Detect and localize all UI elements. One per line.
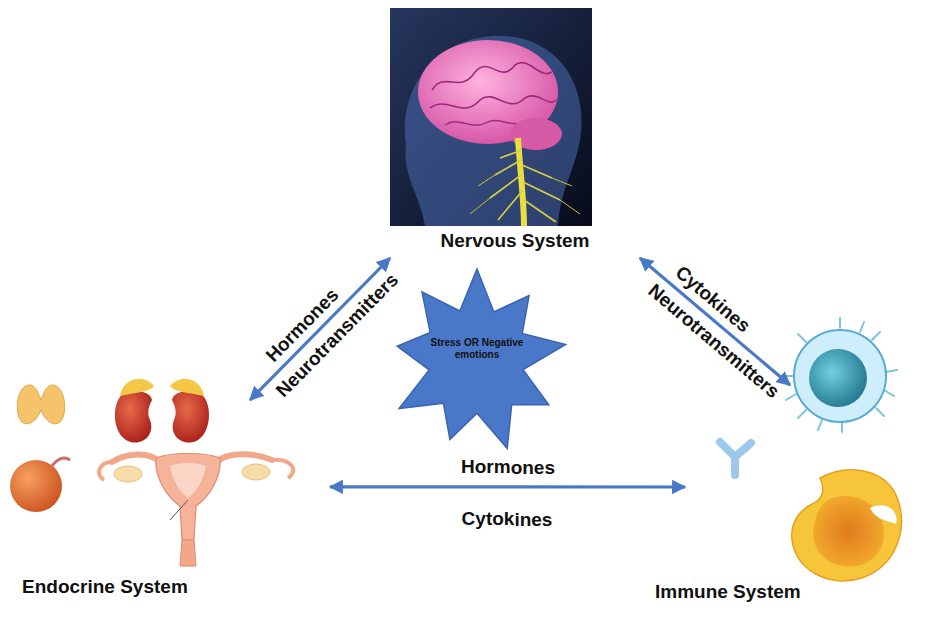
double-arrow [330, 485, 685, 488]
double-arrow [640, 258, 790, 385]
ovary [242, 464, 270, 480]
uterine-cavity [170, 463, 206, 498]
starburst-shape [397, 269, 565, 449]
vaginal-canal [180, 540, 196, 566]
node-label: Nervous System [390, 230, 640, 252]
lymphocyte [794, 330, 886, 422]
system-node: Endocrine System [0, 400, 330, 605]
system-node: Nervous System [390, 8, 640, 258]
fallopian-tube [112, 455, 160, 463]
ovary [114, 466, 142, 482]
nerve-branches [490, 150, 560, 222]
cell-spikes [783, 318, 897, 432]
stress-starburst: Stress OR Negative emotions [386, 265, 568, 457]
kidney [172, 391, 209, 442]
nerve-branches [470, 175, 580, 214]
fimbriae [99, 462, 112, 480]
cell-spike [783, 318, 897, 432]
antibody [720, 442, 751, 475]
signal-label: Cytokines [462, 509, 553, 528]
system-node: Immune System [685, 385, 920, 605]
uterus [156, 454, 220, 541]
pointer-line [170, 500, 188, 520]
cell-nucleus [809, 349, 867, 407]
brain-gyri [432, 63, 552, 90]
fallopian-tube [216, 454, 272, 462]
double-arrow [250, 258, 390, 400]
head-silhouette [405, 36, 582, 226]
fimbriae [272, 460, 293, 478]
brain-gyri [430, 96, 556, 108]
phagocytic-notch [870, 505, 897, 524]
thyroid-gland [17, 385, 64, 424]
node-label: Endocrine System [22, 576, 188, 598]
node-label: Immune System [655, 581, 801, 603]
adrenal-gland [120, 379, 154, 396]
adrenal-gland [170, 379, 204, 396]
testis [10, 460, 62, 512]
brain-background [390, 8, 592, 226]
kidney [115, 391, 152, 442]
spermatic-cord [52, 458, 70, 466]
starburst-outline [386, 265, 568, 457]
node-label: Stress OR Negative emotions [427, 337, 527, 360]
macrophage [792, 470, 902, 581]
edge-label: Hormones [461, 457, 555, 476]
